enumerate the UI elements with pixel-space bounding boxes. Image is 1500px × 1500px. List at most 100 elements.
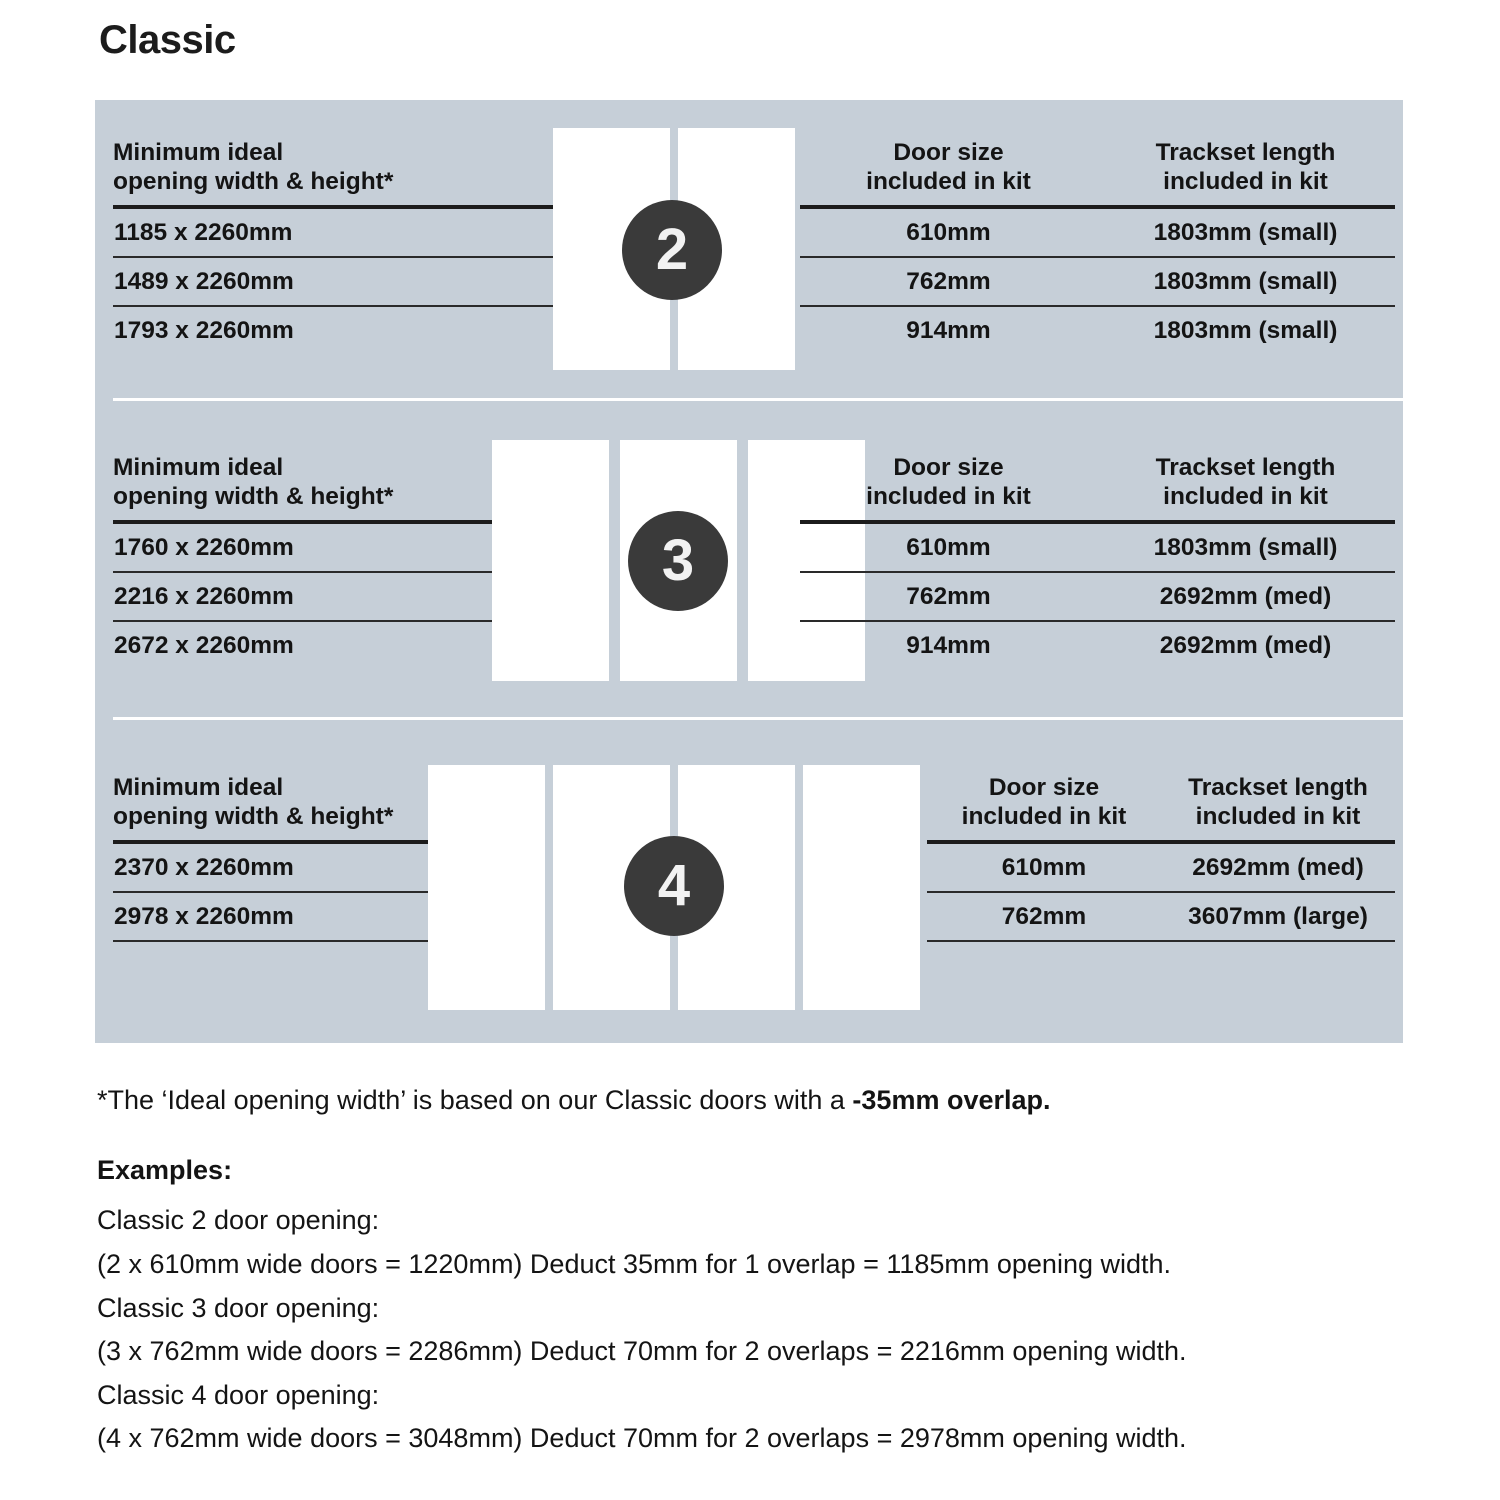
section-divider — [113, 398, 1403, 401]
overlap-footnote: *The ‘Ideal opening width’ is based on o… — [97, 1085, 1051, 1116]
cell-trackset: 1803mm (small) — [1153, 219, 1338, 246]
table-row: 1185 x 2260mm — [113, 209, 561, 256]
cell-opening: 1185 x 2260mm — [114, 219, 293, 246]
table-header-rule — [113, 520, 561, 524]
table-row: 2216 x 2260mm — [113, 573, 561, 620]
opening-table: Minimum ideal opening width & height* 23… — [113, 773, 498, 942]
row-rule — [927, 940, 1395, 942]
row-rule — [800, 571, 1395, 573]
footnote-text: *The ‘Ideal opening width’ is based on o… — [97, 1085, 853, 1115]
column-header-door-size: Door size included in kit — [866, 454, 1031, 510]
footnote-emphasis: -35mm overlap. — [852, 1085, 1051, 1115]
door-count-badge: 4 — [624, 836, 724, 936]
cell-door-size: 762mm — [1001, 903, 1087, 930]
cell-trackset: 2692mm (med) — [1159, 583, 1332, 610]
cell-opening: 2978 x 2260mm — [114, 903, 294, 930]
cell-door-size: 762mm — [906, 268, 991, 295]
table-row: 762mm 1803mm (small) — [800, 258, 1395, 305]
section-2-door: Minimum ideal opening width & height* 11… — [95, 100, 1403, 398]
sizing-chart-panel: Minimum ideal opening width & height* 11… — [95, 100, 1403, 1043]
row-rule — [113, 940, 498, 942]
door-gap — [737, 440, 748, 681]
column-header-opening: Minimum ideal opening width & height* — [113, 454, 394, 510]
section-3-door: Minimum ideal opening width & height* 17… — [95, 401, 1403, 717]
row-rule — [927, 891, 1395, 893]
table-row: 1793 x 2260mm — [113, 307, 561, 354]
row-rule — [800, 256, 1395, 258]
door-gap — [795, 765, 803, 1010]
table-row: 914mm 1803mm (small) — [800, 307, 1395, 354]
opening-table: Minimum ideal opening width & height* 17… — [113, 453, 561, 669]
cell-opening: 1793 x 2260mm — [114, 317, 294, 344]
table-row: 610mm 1803mm (small) — [800, 209, 1395, 256]
cell-door-size: 610mm — [906, 219, 991, 246]
column-header-opening: Minimum ideal opening width & height* — [113, 139, 394, 195]
example-line: Classic 2 door opening: — [97, 1205, 380, 1235]
column-header-trackset: Trackset length included in kit — [1188, 774, 1368, 830]
cell-trackset: 2692mm (med) — [1159, 632, 1332, 659]
table-row: 610mm 1803mm (small) — [800, 524, 1395, 571]
table-header-rule — [113, 205, 561, 209]
cell-door-size: 914mm — [906, 632, 991, 659]
table-header-rule — [800, 205, 1395, 209]
table-header-rule — [927, 840, 1395, 844]
cell-door-size: 610mm — [1001, 854, 1087, 881]
cell-door-size: 914mm — [906, 317, 991, 344]
column-header-opening: Minimum ideal opening width & height* — [113, 774, 394, 830]
table-row: 2672 x 2260mm — [113, 622, 561, 669]
door-panel — [492, 440, 609, 681]
row-rule — [113, 305, 561, 307]
door-panel — [428, 765, 545, 1010]
cell-door-size: 762mm — [906, 583, 991, 610]
column-header-trackset: Trackset length included in kit — [1155, 454, 1336, 510]
column-header-door-size: Door size included in kit — [961, 774, 1127, 830]
example-line: (4 x 762mm wide doors = 3048mm) Deduct 7… — [97, 1423, 1187, 1453]
cell-opening: 1489 x 2260mm — [114, 268, 294, 295]
cell-opening: 2216 x 2260mm — [114, 583, 294, 610]
row-rule — [113, 620, 561, 622]
row-rule — [113, 256, 561, 258]
table-header-rule — [800, 520, 1395, 524]
column-header-trackset: Trackset length included in kit — [1155, 139, 1336, 195]
table-row: 762mm 3607mm (large) — [927, 893, 1395, 940]
table-row: 914mm 2692mm (med) — [800, 622, 1395, 669]
door-gap — [545, 765, 553, 1010]
cell-trackset: 3607mm (large) — [1188, 903, 1368, 930]
table-header-rule — [113, 840, 498, 844]
row-rule — [800, 620, 1395, 622]
door-panel — [748, 440, 865, 681]
table-row: 762mm 2692mm (med) — [800, 573, 1395, 620]
cell-trackset: 1803mm (small) — [1153, 317, 1338, 344]
cell-opening: 2370 x 2260mm — [114, 854, 294, 881]
example-line: (3 x 762mm wide doors = 2286mm) Deduct 7… — [97, 1336, 1187, 1366]
table-row: 2370 x 2260mm — [113, 844, 498, 891]
table-row: 610mm 2692mm (med) — [927, 844, 1395, 891]
cell-trackset: 1803mm (small) — [1153, 268, 1338, 295]
column-header-door-size: Door size included in kit — [866, 139, 1031, 195]
section-4-door: Minimum ideal opening width & height* 23… — [95, 720, 1403, 1043]
kit-table: Door size included in kit Trackset lengt… — [927, 773, 1395, 942]
cell-door-size: 610mm — [906, 534, 991, 561]
door-count-badge: 2 — [622, 200, 722, 300]
example-line: Classic 3 door opening: — [97, 1293, 380, 1323]
door-gap — [609, 440, 620, 681]
cell-opening: 1760 x 2260mm — [114, 534, 294, 561]
kit-table: Door size included in kit Trackset lengt… — [800, 138, 1395, 354]
door-count-badge: 3 — [628, 511, 728, 611]
opening-table: Minimum ideal opening width & height* 11… — [113, 138, 561, 354]
row-rule — [800, 305, 1395, 307]
row-rule — [113, 571, 561, 573]
example-line: Classic 4 door opening: — [97, 1380, 380, 1410]
row-rule — [113, 891, 498, 893]
door-panel — [803, 765, 920, 1010]
kit-table: Door size included in kit Trackset lengt… — [800, 453, 1395, 669]
cell-opening: 2672 x 2260mm — [114, 632, 294, 659]
cell-trackset: 1803mm (small) — [1153, 534, 1338, 561]
table-row: 1760 x 2260mm — [113, 524, 561, 571]
cell-trackset: 2692mm (med) — [1192, 854, 1364, 881]
page-title: Classic — [99, 18, 236, 62]
section-divider — [113, 717, 1403, 720]
example-line: (2 x 610mm wide doors = 1220mm) Deduct 3… — [97, 1249, 1172, 1279]
table-row: 1489 x 2260mm — [113, 258, 561, 305]
table-row: 2978 x 2260mm — [113, 893, 498, 940]
